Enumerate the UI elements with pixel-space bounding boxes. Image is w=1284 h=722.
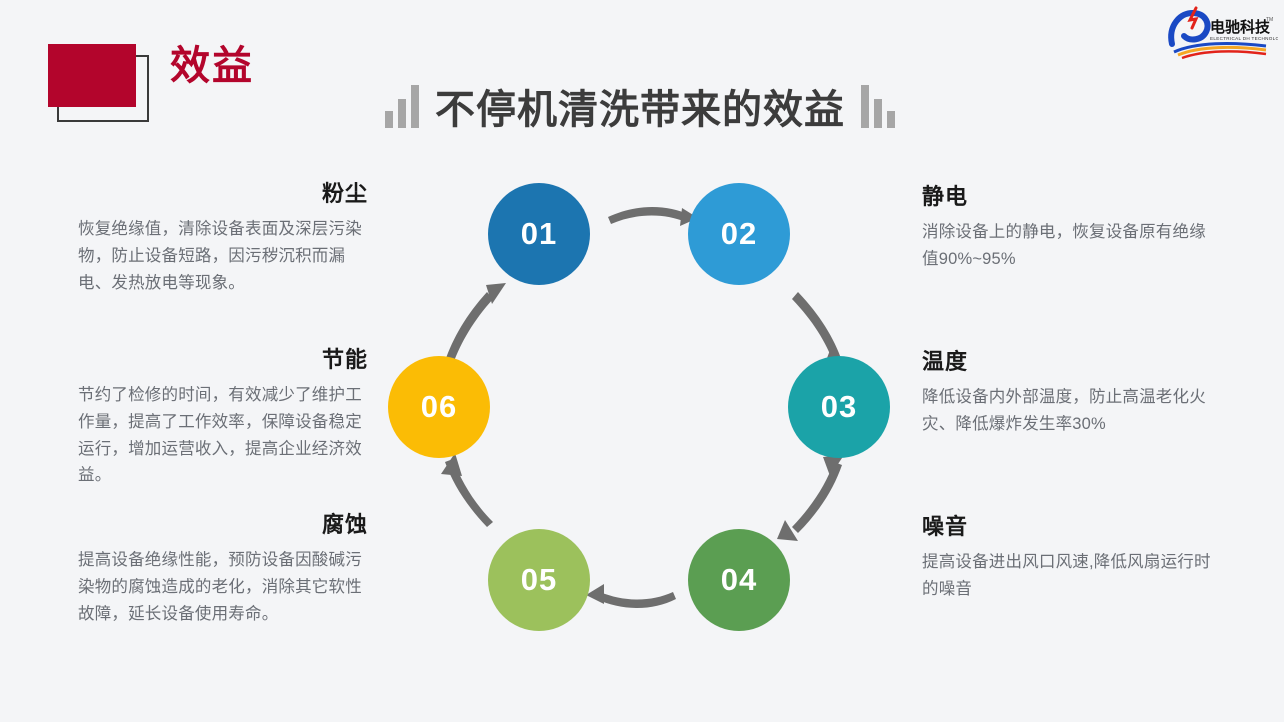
cycle-node-number: 05 bbox=[520, 562, 558, 597]
text-block-energy: 节能 节约了检修的时间，有效减少了维护工作量，提高了工作效率，保障设备稳定运行，… bbox=[78, 347, 368, 489]
badge-fill-shape bbox=[48, 44, 136, 107]
block-heading-energy: 节能 bbox=[321, 347, 368, 372]
cycle-node-04[interactable]: 04 bbox=[688, 529, 790, 631]
cycle-diagram: 01 02 03 04 05 06 bbox=[380, 175, 905, 640]
block-body-energy: 节约了检修的时间，有效减少了维护工作量，提高了工作效率，保障设备稳定运行，增加运… bbox=[78, 386, 362, 485]
cycle-node-03[interactable]: 03 bbox=[788, 356, 890, 458]
cycle-node-01[interactable]: 01 bbox=[488, 183, 590, 285]
svg-text:ELECTRICAL DH TECHNOLOGY: ELECTRICAL DH TECHNOLOGY bbox=[1210, 36, 1278, 41]
section-label: 效益 bbox=[170, 44, 254, 88]
cycle-node-05[interactable]: 05 bbox=[488, 529, 590, 631]
text-block-temperature: 温度 降低设备内外部温度，防止高温老化火灾、降低爆炸发生率30% bbox=[922, 349, 1212, 438]
block-heading-temperature: 温度 bbox=[922, 349, 969, 374]
ascending-bars-icon bbox=[385, 82, 419, 132]
cycle-node-02[interactable]: 02 bbox=[688, 183, 790, 285]
block-heading-static: 静电 bbox=[922, 184, 969, 209]
cycle-node-06[interactable]: 06 bbox=[388, 356, 490, 458]
cycle-node-number: 06 bbox=[420, 389, 458, 424]
block-body-dust: 恢复绝缘值，清除设备表面及深层污染物，防止设备短路，因污秽沉积而漏电、发热放电等… bbox=[78, 220, 362, 292]
svg-text:TM: TM bbox=[1266, 17, 1273, 23]
block-body-temperature: 降低设备内外部温度，防止高温老化火灾、降低爆炸发生率30% bbox=[922, 388, 1206, 433]
text-block-corrosion: 腐蚀 提高设备绝缘性能，预防设备因酸碱污染物的腐蚀造成的老化，消除其它软性故障，… bbox=[78, 512, 368, 627]
block-body-corrosion: 提高设备绝缘性能，预防设备因酸碱污染物的腐蚀造成的老化，消除其它软性故障，延长设… bbox=[78, 551, 362, 623]
block-heading-noise: 噪音 bbox=[922, 514, 969, 539]
block-body-noise: 提高设备进出风口风速,降低风扇运行时的噪音 bbox=[922, 553, 1211, 598]
block-heading-dust: 粉尘 bbox=[321, 181, 368, 206]
cycle-node-number: 04 bbox=[720, 562, 758, 597]
title-row: 不停机清洗带来的效益 bbox=[340, 66, 940, 132]
text-block-noise: 噪音 提高设备进出风口风速,降低风扇运行时的噪音 bbox=[922, 514, 1212, 603]
descending-bars-icon bbox=[861, 82, 895, 132]
cycle-node-number: 03 bbox=[820, 389, 858, 424]
text-block-dust: 粉尘 恢复绝缘值，清除设备表面及深层污染物，防止设备短路，因污秽沉积而漏电、发热… bbox=[78, 181, 368, 296]
block-heading-corrosion: 腐蚀 bbox=[321, 512, 368, 537]
text-block-static: 静电 消除设备上的静电，恢复设备原有绝缘值90%~95% bbox=[922, 184, 1212, 273]
cycle-node-number: 01 bbox=[520, 216, 558, 251]
block-body-static: 消除设备上的静电，恢复设备原有绝缘值90%~95% bbox=[922, 223, 1206, 268]
page-title: 不停机清洗带来的效益 bbox=[435, 88, 845, 132]
svg-text:电驰科技: 电驰科技 bbox=[1210, 18, 1271, 36]
dianchi-technology-logo: 电驰科技 ELECTRICAL DH TECHNOLOGY TM bbox=[1162, 4, 1278, 60]
cycle-node-number: 02 bbox=[720, 216, 758, 251]
